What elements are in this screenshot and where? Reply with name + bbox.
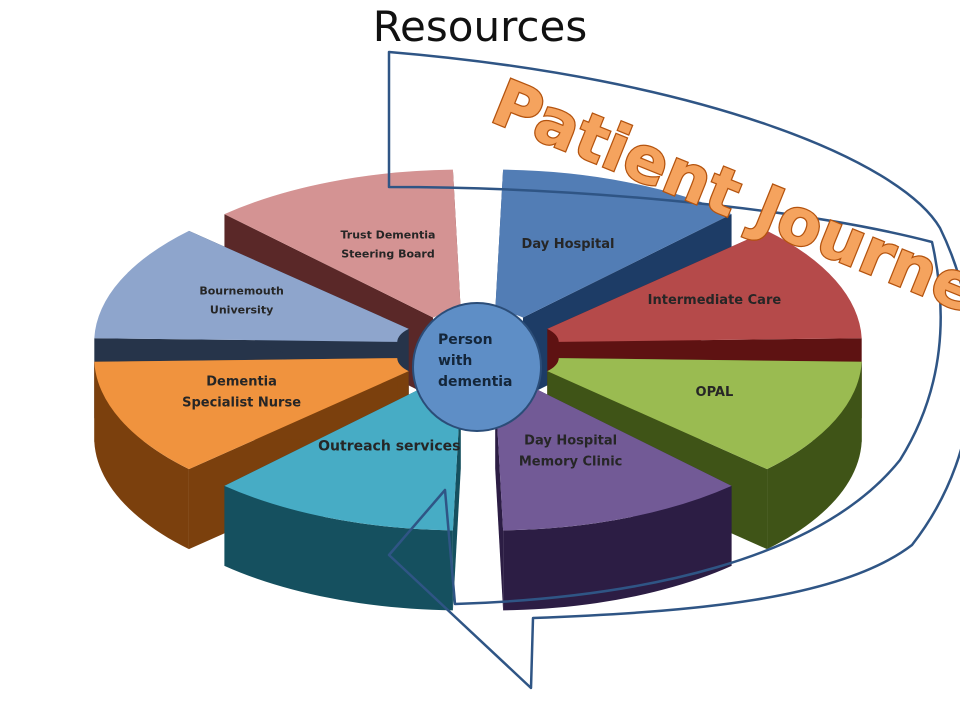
wedge-sheen <box>495 169 732 318</box>
wedge-top <box>224 382 461 531</box>
wedge-wall <box>495 387 504 611</box>
wedge-top <box>94 358 409 470</box>
segment-label-day-hospital: Day Hospital <box>522 237 615 252</box>
journey-arrow-layer <box>387 50 960 690</box>
segment-label-opal: OPAL <box>696 385 734 400</box>
wedge-sheen <box>495 382 732 531</box>
wedge-day-hospital-memory-clinic <box>495 382 732 611</box>
wedge-sheen <box>94 358 409 470</box>
wedge-sheen <box>94 230 409 342</box>
wedge-top <box>495 169 732 318</box>
center-label-line: Person <box>438 332 493 348</box>
wedge-dementia-specialist-nurse <box>94 358 409 550</box>
center-circle <box>412 302 542 432</box>
segment-label-line: Steering Board <box>341 247 435 260</box>
segment-label-intermediate-care: Intermediate Care <box>648 293 782 308</box>
wedge-wall <box>452 387 461 611</box>
resource-wedges <box>94 169 862 611</box>
segment-label-line: Memory Clinic <box>519 455 623 470</box>
center-label-line: with <box>438 353 472 369</box>
wedge-side <box>224 485 453 611</box>
segment-label-line: Specialist Nurse <box>182 396 301 411</box>
wedge-top <box>547 358 862 470</box>
wedge-outreach-services <box>224 382 461 611</box>
segment-label-line: Intermediate Care <box>648 293 782 308</box>
wedge-sheen <box>547 230 862 342</box>
wedge-side <box>767 361 862 550</box>
segment-label-line: Dementia <box>206 375 277 390</box>
segment-label-line: Trust Dementia <box>341 228 436 241</box>
wedge-top <box>547 230 862 342</box>
wedge-top <box>224 169 461 318</box>
journey-arrow <box>387 50 960 690</box>
wedge-sheen <box>224 169 461 318</box>
segment-label-outreach-services: Outreach services <box>318 439 460 455</box>
wedge-sheen <box>224 382 461 531</box>
segment-label-line: Day Hospital <box>524 434 617 449</box>
center-label-line: dementia <box>438 374 513 390</box>
segment-label-line: Day Hospital <box>522 237 615 252</box>
wedge-top <box>495 382 732 531</box>
wedge-top <box>94 230 409 342</box>
segment-label-line: University <box>210 303 273 316</box>
center-label: Person with dementia <box>438 332 513 390</box>
segment-label-line: Bournemouth <box>199 284 283 297</box>
wedge-sheen <box>547 358 862 470</box>
segment-label-line: OPAL <box>696 385 734 400</box>
page-title: Resources <box>372 2 588 51</box>
wedge-side <box>94 361 189 550</box>
segment-label-line: Outreach services <box>318 439 460 455</box>
center-node: Person with dementia <box>412 302 542 432</box>
